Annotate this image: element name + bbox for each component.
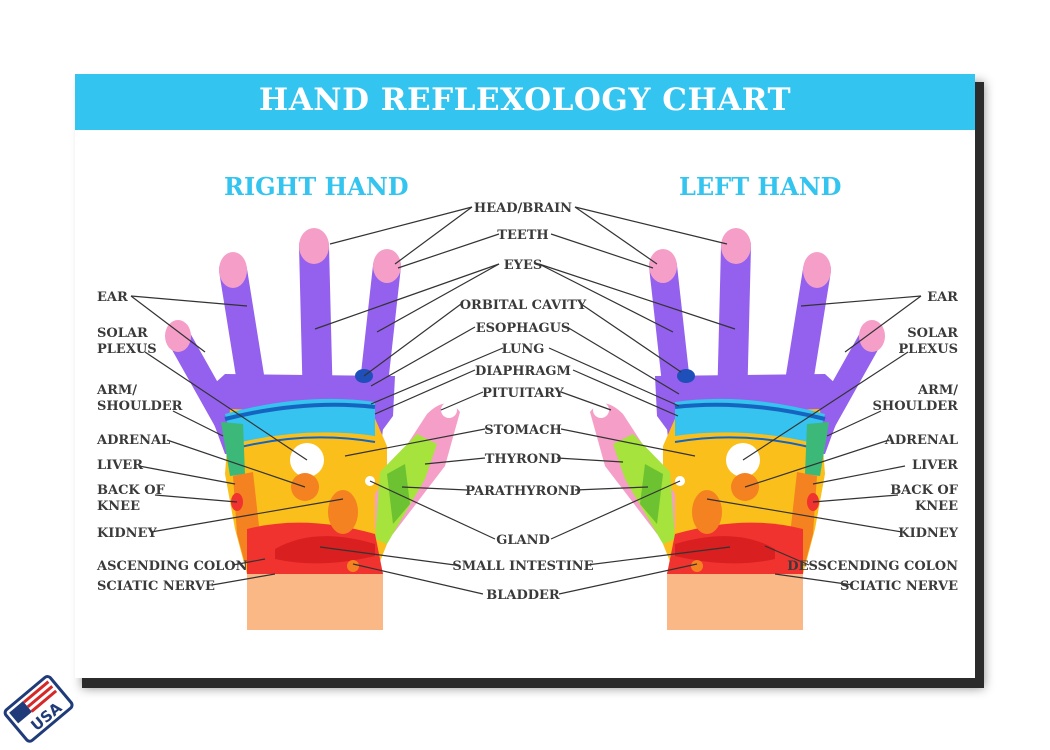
right-hand-illustration [165, 228, 460, 630]
label-liver-right: LIVER [97, 458, 143, 473]
label-sciatic-nerve-left: SCIATIC NERVE [840, 579, 958, 594]
label-teeth: TEETH [497, 228, 548, 243]
right-hand-title: RIGHT HAND [224, 172, 409, 201]
label-arm-shoulder-right-1: ARM/ [96, 383, 137, 398]
reflexology-diagram: EAR SOLAR PLEXUS ARM/ SHOULDER ADRENAL L… [96, 201, 959, 630]
label-back-of-knee-right-2: KNEE [97, 499, 140, 514]
label-head-brain: HEAD/BRAIN [474, 201, 572, 216]
label-bladder: BLADDER [486, 588, 560, 603]
label-pituitary: PITUITARY [482, 386, 564, 401]
left-hand-title: LEFT HAND [679, 172, 842, 201]
right-kidney-zone [328, 490, 358, 534]
title-banner: HAND REFLEXOLOGY CHART [75, 74, 975, 130]
reflexology-poster: HAND REFLEXOLOGY CHART RIGHT HAND LEFT H… [75, 74, 975, 678]
label-lung: LUNG [502, 342, 545, 357]
label-back-of-knee-left-2: KNEE [915, 499, 958, 514]
labels: EAR SOLAR PLEXUS ARM/ SHOULDER ADRENAL L… [96, 201, 959, 603]
label-stomach: STOMACH [484, 423, 562, 438]
label-back-of-knee-left-1: BACK OF [890, 483, 959, 498]
label-small-intestine: SMALL INTESTINE [452, 559, 593, 574]
chart-title: HAND REFLEXOLOGY CHART [258, 82, 792, 118]
right-bladder-spot [347, 560, 359, 572]
label-adrenal-left: ADRENAL [884, 433, 958, 448]
label-kidney-left: KIDNEY [898, 526, 958, 541]
label-descending-colon: DESSCENDING COLON [787, 559, 958, 574]
label-eyes: EYES [504, 258, 543, 273]
made-in-usa-badge: USA [3, 675, 74, 743]
label-orbital-cavity: ORBITAL CAVITY [460, 298, 587, 313]
label-arm-shoulder-left-2: SHOULDER [873, 399, 959, 414]
left-hand-illustration [590, 228, 885, 630]
label-parathyrond: PARATHYROND [465, 484, 581, 499]
label-gland: GLAND [496, 533, 550, 548]
label-solar-plexus-right-2: PLEXUS [97, 342, 157, 357]
label-adrenal-right: ADRENAL [96, 433, 170, 448]
label-ear-left: EAR [927, 290, 958, 305]
label-solar-plexus-right-1: SOLAR [97, 326, 148, 341]
label-kidney-right: KIDNEY [97, 526, 157, 541]
label-diaphragm: DIAPHRAGM [475, 364, 571, 379]
label-arm-shoulder-left-1: ARM/ [917, 383, 958, 398]
label-solar-plexus-left-1: SOLAR [907, 326, 958, 341]
leader-lines [130, 206, 922, 595]
label-esophagus: ESOPHAGUS [476, 321, 571, 336]
label-solar-plexus-left-2: PLEXUS [898, 342, 958, 357]
right-fingertips [165, 228, 401, 352]
label-arm-shoulder-right-2: SHOULDER [97, 399, 183, 414]
label-back-of-knee-right-1: BACK OF [97, 483, 166, 498]
label-liver-left: LIVER [912, 458, 958, 473]
right-wrist [247, 572, 383, 630]
right-arm-shoulder-zone [221, 422, 245, 476]
label-sciatic-nerve-right: SCIATIC NERVE [97, 579, 215, 594]
label-thyrond: THYROND [485, 452, 562, 467]
label-ear-right: EAR [97, 290, 128, 305]
label-ascending-colon: ASCENDING COLON [96, 559, 248, 574]
